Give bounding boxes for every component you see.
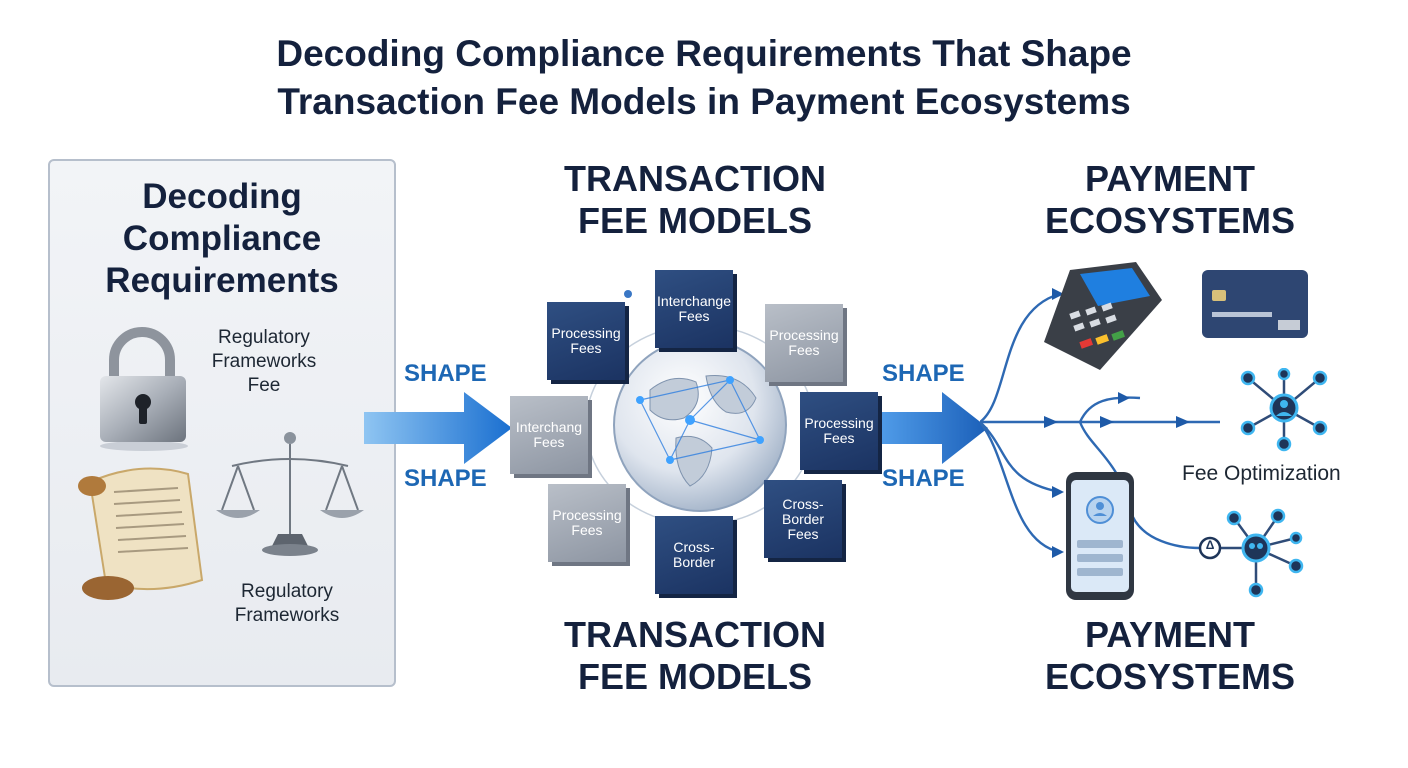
fee-models-bottom-line-1: TRANSACTION [564, 614, 826, 655]
cube-label: Fees [570, 340, 602, 356]
cube-label: Fees [571, 522, 603, 538]
cube-label: Fees [823, 430, 855, 446]
ecosystems-heading-bottom: PAYMENT ECOSYSTEMS [1010, 614, 1330, 698]
globe-network-icon [585, 324, 815, 526]
cube-label: Cross- [782, 495, 824, 512]
cube-label: Interchange [657, 293, 731, 309]
fee-models-bottom-line-2: FEE MODELS [577, 656, 813, 697]
pos-terminal-icon [1044, 262, 1162, 370]
credit-card-icon [1202, 270, 1308, 338]
shape-label-right-bottom: SHAPE [882, 465, 965, 492]
fee-models-heading-top: TRANSACTION FEE MODELS [520, 158, 870, 242]
regulatory-frameworks-fee-label: Regulatory Frameworks Fee [192, 326, 336, 398]
page-title: Decoding Compliance Requirements That Sh… [0, 30, 1408, 126]
label-bottom-line-2: Frameworks [234, 605, 340, 626]
cube-label: Fees [678, 308, 710, 324]
cube-label: Processing [552, 507, 622, 523]
ecosystems-bottom-line-1: PAYMENT [1084, 614, 1256, 655]
padlock-icon [100, 327, 188, 451]
title-line-2: Transaction Fee Models in Payment Ecosys… [277, 81, 1131, 122]
label-bottom-line-1: Regulatory [241, 581, 333, 602]
fee-models-heading-bottom: TRANSACTION FEE MODELS [520, 614, 870, 698]
cube-label: Border [781, 510, 825, 527]
title-line-1: Decoding Compliance Requirements That Sh… [276, 33, 1132, 74]
cube-label: Fees [788, 342, 820, 358]
regulatory-frameworks-label: Regulatory Frameworks [212, 580, 362, 628]
compliance-panel-heading: Decoding Compliance Requirements [48, 176, 396, 302]
smartphone-icon [1066, 472, 1134, 600]
cube-label: Processing [804, 415, 874, 431]
ecosystems-heading-top: PAYMENT ECOSYSTEMS [1010, 158, 1330, 242]
cube-cross-border: Cross-Border [655, 516, 733, 594]
node-dot [624, 290, 632, 298]
fee-models-top-line-2: FEE MODELS [577, 200, 813, 241]
network-group-icon [1216, 508, 1304, 598]
ecosystem-flow-lines [980, 288, 1220, 558]
arrow-compliance-to-fees [364, 392, 512, 464]
ecosystems-top-line-1: PAYMENT [1084, 158, 1256, 199]
cube-label: Border [672, 554, 716, 570]
cube-label: Fees [533, 434, 565, 450]
shape-label-right-top: SHAPE [882, 360, 965, 387]
scroll-icon [78, 467, 204, 600]
arrow-fees-to-ecosystems [882, 392, 988, 464]
panel-heading-line-3: Requirements [105, 261, 339, 300]
cube-label: Processing [551, 325, 621, 341]
fee-optimization-label: Fee Optimization [1182, 462, 1341, 485]
network-badge-icon [1198, 536, 1222, 560]
ecosystems-top-line-2: ECOSYSTEMS [1044, 200, 1296, 241]
network-hub-icon [1240, 368, 1328, 452]
label-top-line-3: Fee [247, 375, 281, 396]
shape-label-left-bottom: SHAPE [404, 465, 487, 492]
cube-label: Processing [769, 327, 839, 343]
network-badge-label: Δ [1205, 538, 1215, 552]
cube-label: Interchang [515, 419, 583, 435]
cube-label: Cross- [673, 539, 715, 555]
shape-label-left-top: SHAPE [404, 360, 487, 387]
panel-heading-line-1: Decoding [142, 177, 302, 216]
scales-icon [216, 432, 364, 556]
panel-heading-line-2: Compliance [122, 219, 322, 258]
fee-models-top-line-1: TRANSACTION [564, 158, 826, 199]
ecosystems-bottom-line-2: ECOSYSTEMS [1044, 656, 1296, 697]
label-top-line-1: Regulatory [218, 327, 310, 348]
cube-label: Fees [787, 525, 819, 542]
label-top-line-2: Frameworks [211, 351, 317, 372]
